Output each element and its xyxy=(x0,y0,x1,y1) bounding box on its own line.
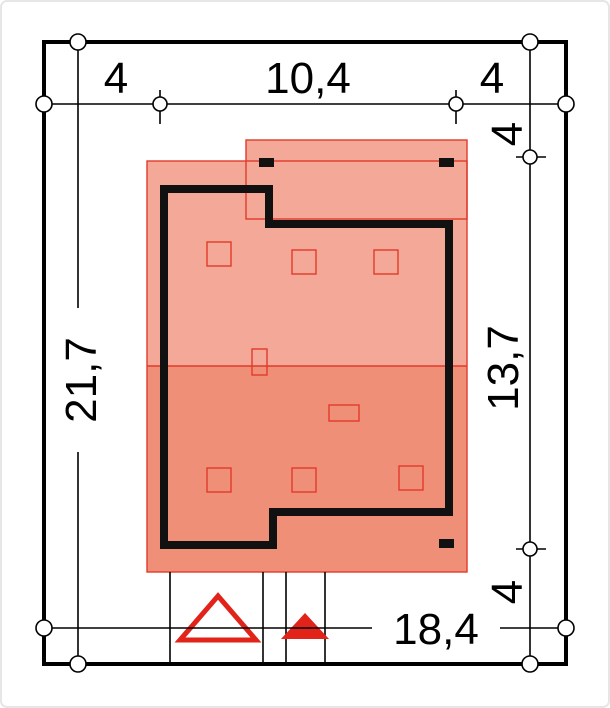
roof-window xyxy=(291,249,317,275)
roof-outline-upper xyxy=(147,140,467,366)
roof-vent xyxy=(328,404,360,422)
dimension-node xyxy=(69,33,87,51)
label-setback-top: 4 xyxy=(483,122,532,146)
dimension-node xyxy=(152,96,168,112)
dimension-node xyxy=(522,149,538,165)
dimension-node xyxy=(521,33,539,51)
plot-boundary xyxy=(42,40,568,666)
roof-outline-lower xyxy=(147,366,467,572)
roof-edge-annex xyxy=(245,139,468,220)
roof-window xyxy=(373,249,399,275)
downpipe-mark xyxy=(259,158,274,167)
label-setback-left: 4 xyxy=(104,54,128,103)
label-house-width: 10,4 xyxy=(265,54,351,103)
dimension-node xyxy=(557,619,575,637)
dimension-node xyxy=(522,541,538,557)
label-setback-right: 4 xyxy=(480,54,504,103)
triangle-filled-icon xyxy=(281,613,329,639)
roof-window xyxy=(206,241,232,267)
triangle-outline-icon xyxy=(174,592,262,643)
label-house-depth: 13,7 xyxy=(479,325,528,411)
exterior-wall xyxy=(160,185,453,549)
label-plot-depth: 21,7 xyxy=(57,337,106,423)
roof-window xyxy=(398,465,424,491)
label-setback-bottom: 4 xyxy=(483,580,532,604)
dimension-node xyxy=(557,95,575,113)
dimension-node xyxy=(35,619,53,637)
roof-window xyxy=(206,467,232,493)
chimney xyxy=(251,348,268,376)
dimension-node xyxy=(448,96,464,112)
roof-window xyxy=(291,467,317,493)
downpipe-mark xyxy=(439,158,454,167)
downpipe-mark xyxy=(439,539,454,548)
dimension-node xyxy=(521,655,539,673)
label-plot-width: 18,4 xyxy=(393,605,479,654)
dimension-node xyxy=(35,95,53,113)
dimension-node xyxy=(69,655,87,673)
